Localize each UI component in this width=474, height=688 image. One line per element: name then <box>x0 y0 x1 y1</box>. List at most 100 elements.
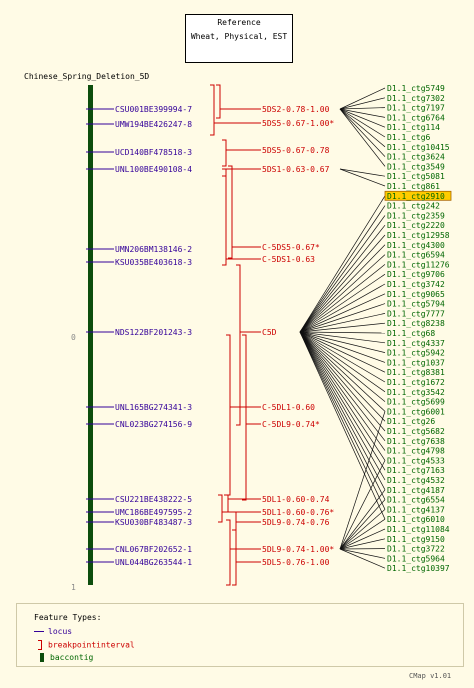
contig-label[interactable]: D1.1_ctg5942 <box>387 349 445 358</box>
breakpoint-label[interactable]: 5DL1-0.60-0.74 <box>262 495 330 504</box>
contig-label[interactable]: D1.1_ctg2220 <box>387 221 445 230</box>
contig-label[interactable]: D1.1_ctg5699 <box>387 398 445 407</box>
contig-label[interactable]: D1.1_ctg3624 <box>387 153 445 162</box>
breakpoint-bracket[interactable] <box>222 168 227 177</box>
locus-label[interactable]: UCD140BF478518-3 <box>115 148 192 157</box>
contig-label[interactable]: D1.1_ctg11084 <box>387 525 450 534</box>
contig-label[interactable]: D1.1_ctg26 <box>387 417 435 426</box>
contig-link <box>299 224 386 333</box>
contig-label[interactable]: D1.1_ctg1037 <box>387 358 445 367</box>
locus-label[interactable]: UNL044BG263544-1 <box>115 558 192 567</box>
breakpoint-bracket[interactable] <box>222 139 227 167</box>
contig-label[interactable]: D1.1_ctg4533 <box>387 456 445 465</box>
contig-label[interactable]: D1.1_ctg861 <box>387 182 440 191</box>
breakpoint-label[interactable]: 5DL1-0.60-0.76* <box>262 508 334 517</box>
breakpoint-label[interactable]: C-5DS5-0.67* <box>262 243 320 252</box>
contig-label[interactable]: D1.1_ctg7777 <box>387 309 445 318</box>
contig-label[interactable]: D1.1_ctg4300 <box>387 241 445 250</box>
breakpoint-bracket[interactable] <box>228 165 233 259</box>
contig-label[interactable]: D1.1_ctg68 <box>387 329 435 338</box>
locus-label[interactable]: KSU030BF483487-3 <box>115 518 192 527</box>
locus-label[interactable]: CSU221BE438222-5 <box>115 495 192 504</box>
contig-label[interactable]: D1.1_ctg11276 <box>387 260 450 269</box>
contig-label[interactable]: D1.1_ctg5749 <box>387 84 445 93</box>
breakpoint-bracket[interactable] <box>226 334 231 496</box>
contig-label[interactable]: D1.1_ctg5794 <box>387 300 445 309</box>
locus-label[interactable]: UMC186BE497595-2 <box>115 508 192 517</box>
locus-label[interactable]: CSU001BE399994-7 <box>115 105 192 114</box>
contig-label[interactable]: D1.1_ctg1672 <box>387 378 445 387</box>
contig-label[interactable]: D1.1_ctg9065 <box>387 290 445 299</box>
contig-label[interactable]: D1.1_ctg10397 <box>387 564 450 573</box>
contig-label[interactable]: D1.1_ctg12958 <box>387 231 450 240</box>
breakpoint-bracket[interactable] <box>236 264 241 426</box>
breakpoint-label[interactable]: C-5DL9-0.74* <box>262 420 320 429</box>
breakpoint-bracket[interactable] <box>232 529 237 586</box>
breakpoint-label[interactable]: C5D <box>262 328 277 337</box>
contig-label[interactable]: D1.1_ctg8238 <box>387 319 445 328</box>
locus-label[interactable]: CNL067BF202652-1 <box>115 545 192 554</box>
locus-label[interactable]: KSU035BE403618-3 <box>115 258 192 267</box>
contig-label[interactable]: D1.1_ctg242 <box>387 202 440 211</box>
contig-label[interactable]: D1.1_ctg4137 <box>387 505 445 514</box>
breakpoint-bracket[interactable] <box>222 175 227 266</box>
contig-label[interactable]: D1.1_ctg7163 <box>387 466 445 475</box>
locus-label[interactable]: UMW194BE426247-8 <box>115 120 192 129</box>
contig-link <box>299 331 386 500</box>
bracket-icon <box>38 640 42 650</box>
contig-label[interactable]: D1.1_ctg2359 <box>387 211 445 220</box>
contig-label[interactable]: D1.1_ctg9706 <box>387 270 445 279</box>
breakpoint-label[interactable]: 5DL9-0.74-0.76 <box>262 518 330 527</box>
breakpoint-bracket[interactable] <box>232 511 237 531</box>
breakpoint-bracket[interactable] <box>226 519 231 586</box>
contig-label[interactable]: D1.1_ctg4798 <box>387 447 445 456</box>
contig-label[interactable]: D1.1_ctg6554 <box>387 496 445 505</box>
locus-label[interactable]: UNL165BG274341-3 <box>115 403 192 412</box>
contig-label[interactable]: D1.1_ctg3742 <box>387 280 445 289</box>
contig-label[interactable]: D1.1_ctg6594 <box>387 251 445 260</box>
chromosome-bar[interactable] <box>88 85 93 585</box>
contig-label[interactable]: D1.1_ctg6764 <box>387 113 445 122</box>
breakpoint-label[interactable]: C-5DL1-0.60 <box>262 403 315 412</box>
contig-label[interactable]: D1.1_ctg10415 <box>387 143 450 152</box>
map-title[interactable]: Chinese_Spring_Deletion_5D <box>24 72 150 81</box>
breakpoint-label[interactable]: C-5DS1-0.63 <box>262 255 315 264</box>
contig-label[interactable]: D1.1_ctg3549 <box>387 162 445 171</box>
breakpoint-bracket[interactable] <box>210 84 215 136</box>
contig-label[interactable]: D1.1_ctg7302 <box>387 94 445 103</box>
contig-label[interactable]: D1.1_ctg2910 <box>387 192 445 201</box>
contig-label[interactable]: D1.1_ctg4187 <box>387 486 445 495</box>
breakpoint-bracket[interactable] <box>218 494 223 523</box>
contig-label[interactable]: D1.1_ctg3722 <box>387 545 445 554</box>
contig-link <box>339 499 386 550</box>
breakpoint-label[interactable]: 5DL9-0.74-1.00* <box>262 545 334 554</box>
contig-link <box>339 168 386 177</box>
contig-label[interactable]: D1.1_ctg6010 <box>387 515 445 524</box>
contig-label[interactable]: D1.1_ctg4337 <box>387 339 445 348</box>
breakpoint-bracket[interactable] <box>216 84 221 119</box>
contig-label[interactable]: D1.1_ctg8381 <box>387 368 445 377</box>
breakpoint-label[interactable]: 5DS2-0.78-1.00 <box>262 105 330 114</box>
contig-label[interactable]: D1.1_ctg9150 <box>387 535 445 544</box>
locus-label[interactable]: NDS122BF201243-3 <box>115 328 192 337</box>
contig-label[interactable]: D1.1_ctg114 <box>387 123 440 132</box>
breakpoint-label[interactable]: 5DS5-0.67-0.78 <box>262 146 330 155</box>
breakpoint-bracket[interactable] <box>242 334 247 501</box>
contig-label[interactable]: D1.1_ctg6001 <box>387 407 445 416</box>
reference-box[interactable]: Reference Wheat, Physical, EST <box>185 14 293 63</box>
contig-label[interactable]: D1.1_ctg5964 <box>387 554 445 563</box>
contig-label[interactable]: D1.1_ctg4532 <box>387 476 445 485</box>
contig-label[interactable]: D1.1_ctg3542 <box>387 388 445 397</box>
breakpoint-label[interactable]: 5DS1-0.63-0.67 <box>262 165 330 174</box>
breakpoint-label[interactable]: 5DS5-0.67-1.00* <box>262 119 334 128</box>
locus-label[interactable]: CNL023BG274156-9 <box>115 420 192 429</box>
contig-label[interactable]: D1.1_ctg7638 <box>387 437 445 446</box>
contig-label[interactable]: D1.1_ctg5682 <box>387 427 445 436</box>
locus-label[interactable]: UNL100BE490108-4 <box>115 165 192 174</box>
breakpoint-label[interactable]: 5DL5-0.76-1.00 <box>262 558 330 567</box>
contig-label[interactable]: D1.1_ctg5081 <box>387 172 445 181</box>
breakpoint-bracket[interactable] <box>224 494 229 513</box>
locus-label[interactable]: UMN206BM138146-2 <box>115 245 192 254</box>
contig-label[interactable]: D1.1_ctg6 <box>387 133 431 142</box>
contig-label[interactable]: D1.1_ctg7197 <box>387 104 445 113</box>
